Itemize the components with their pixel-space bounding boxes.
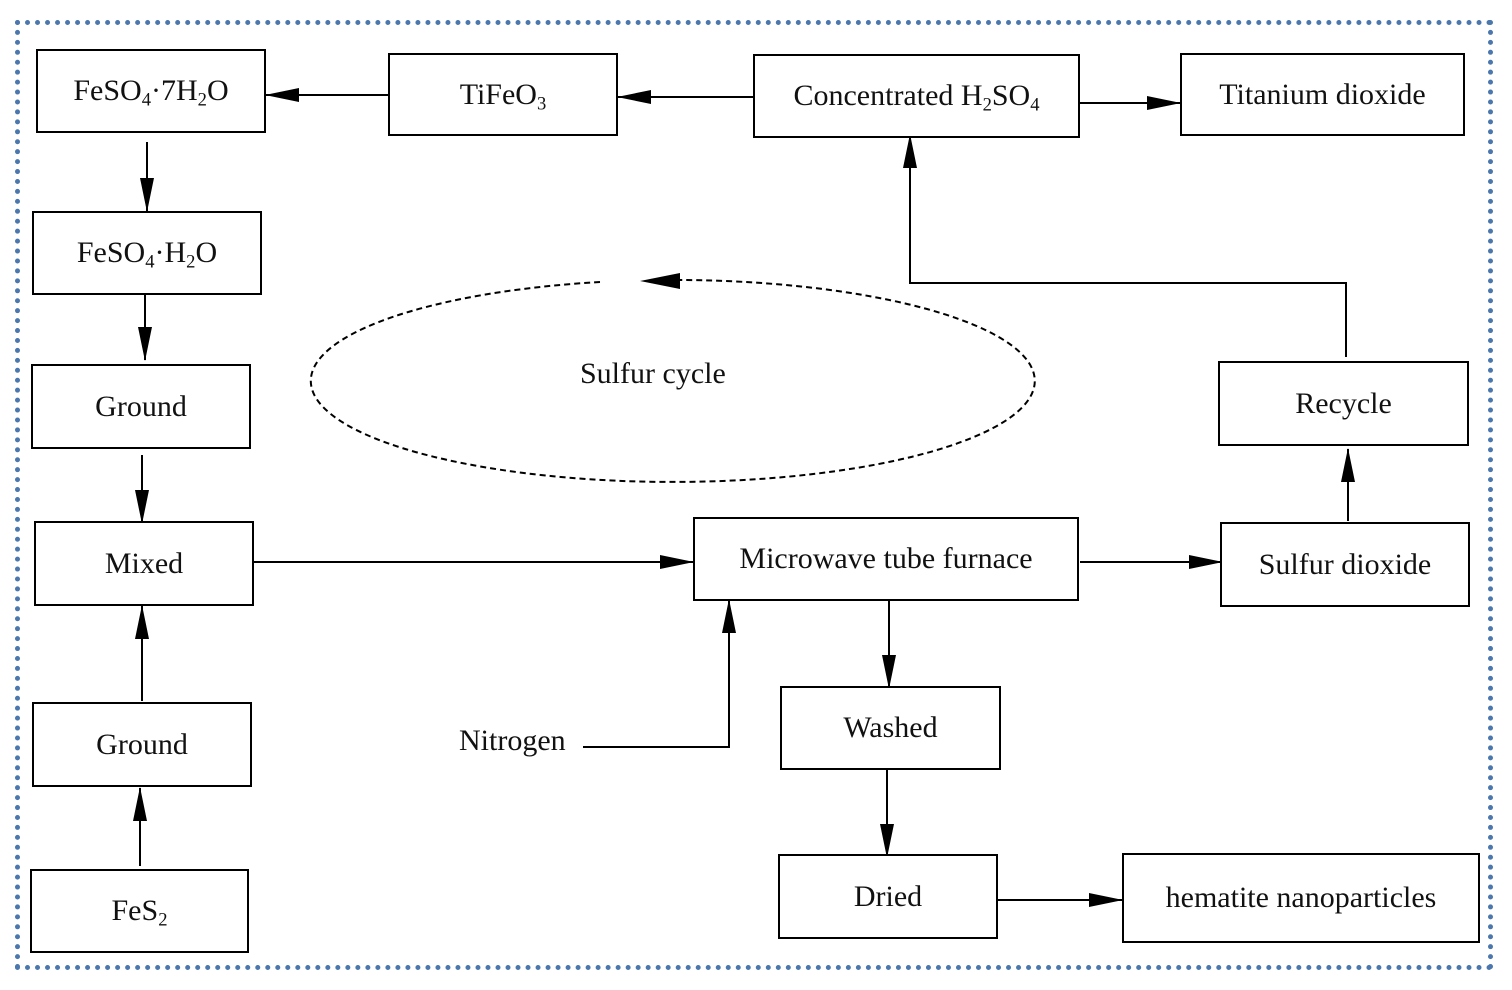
mixed-box: Mixed — [34, 521, 254, 606]
formula-text: FeS2 — [111, 894, 168, 931]
formula-text: Concentrated H2SO4 — [793, 79, 1040, 116]
sulfur-cycle-ellipse — [309, 278, 1036, 483]
dotted-frame — [15, 20, 1493, 970]
sulfur-cycle-label: Sulfur cycle — [580, 357, 726, 390]
formula-text: FeSO4·H2O — [76, 236, 218, 273]
arrow-recycle-to-h2so4 — [903, 134, 1347, 357]
concentrated-h2so4-box: Concentrated H2SO4 — [753, 54, 1080, 138]
sulfur-cycle-arrowhead — [640, 273, 680, 289]
feso4-h2o-box: FeSO4·H2O — [32, 211, 262, 295]
sulfur-dioxide-box: Sulfur dioxide — [1220, 522, 1470, 607]
hematite-nanoparticles-box: hematite nanoparticles — [1122, 853, 1480, 943]
ground-bottom-box: Ground — [32, 702, 252, 787]
nitrogen-label: Nitrogen — [459, 724, 566, 757]
formula-text: TiFeO3 — [459, 77, 547, 115]
washed-box: Washed — [780, 686, 1001, 770]
ground-top-box: Ground — [31, 364, 251, 449]
arrow-nitrogen-to-microwave — [583, 599, 736, 748]
microwave-tube-furnace-box: Microwave tube furnace — [693, 517, 1079, 601]
feso4-7h2o-box: FeSO4·7H2O — [36, 49, 266, 133]
recycle-box: Recycle — [1218, 361, 1469, 446]
dried-box: Dried — [778, 854, 998, 939]
titanium-dioxide-box: Titanium dioxide — [1180, 53, 1465, 136]
tifeo3-box: TiFeO3 — [388, 53, 618, 136]
fes2-box: FeS2 — [30, 869, 249, 953]
formula-text: FeSO4·7H2O — [73, 74, 229, 111]
